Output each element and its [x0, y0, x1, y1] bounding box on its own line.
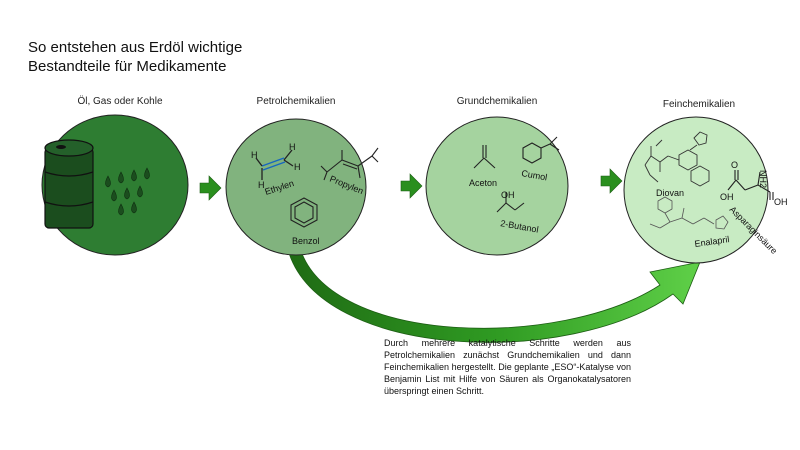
caption-text: Durch mehrere katalytische Schritte werd…: [384, 338, 631, 396]
cumol-label: Cumol: [521, 168, 548, 182]
enalapril-molecule: [649, 196, 729, 230]
arrow-oil-to-petro: [199, 175, 222, 201]
stage-label-fine-chemicals: Feinchemikalien: [662, 99, 736, 110]
benzol-label: Benzol: [292, 236, 320, 246]
stage-ellipse-basic-chemicals: [425, 116, 569, 256]
atom-h-label: H: [258, 180, 265, 190]
aceton-label: Aceton: [469, 178, 497, 188]
benzol-molecule: [290, 197, 318, 228]
atom-nh2-label: NH2: [758, 170, 768, 188]
stage-ellipse-petrochemicals: [225, 118, 367, 256]
atom-oh-label: OH: [720, 192, 734, 202]
cumol-molecule: [522, 136, 560, 164]
aceton-molecule: [473, 145, 496, 169]
atom-oh-label: OH: [501, 190, 515, 200]
diovan-label: Diovan: [656, 188, 684, 198]
enalapril-label: Enalapril: [694, 234, 730, 249]
page-title: So entstehen aus Erdöl wichtige Bestandt…: [28, 39, 243, 75]
diovan-molecule: [644, 131, 710, 187]
stage-label-petrochemicals: Petrolchemikalien: [256, 96, 336, 107]
stage-label-basic-chemicals: Grundchemikalien: [456, 96, 538, 107]
oil-drops-icon: [105, 167, 150, 216]
ethylen-molecule: [255, 149, 294, 180]
atom-h-label: H: [294, 162, 301, 172]
atom-h-label: H: [289, 142, 296, 152]
butanol-molecule: [496, 192, 525, 213]
bypass-arrow: [287, 247, 701, 343]
asparaginsaeure-molecule: [727, 170, 774, 200]
atom-h-label: H: [251, 150, 258, 160]
arrow-basic-to-fine: [600, 168, 623, 194]
propylen-molecule: [320, 147, 379, 181]
atom-o-label: O: [731, 160, 738, 170]
oil-barrel-icon: [44, 139, 94, 229]
stage-ellipse-fine-chemicals: [623, 116, 769, 264]
arrow-petro-to-basic: [400, 173, 423, 199]
stage-label-oil: Öl, Gas oder Kohle: [77, 96, 163, 107]
atom-oh-label: OH: [774, 197, 788, 207]
